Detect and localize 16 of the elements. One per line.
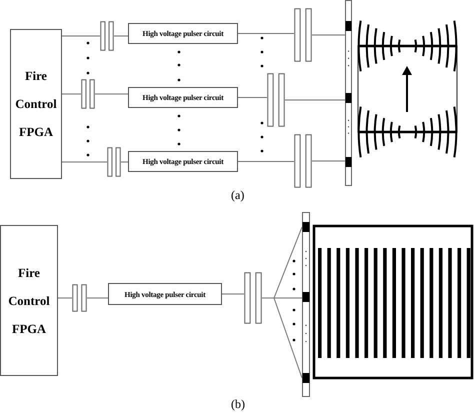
fpga-box (10, 29, 62, 179)
wire (312, 160, 346, 162)
fpga-label: Fire Control FPGA (14, 68, 58, 141)
fpga-box (0, 225, 58, 376)
pulser-circuit-box (128, 151, 238, 172)
wire (238, 33, 294, 34)
panel-label: (a) (231, 188, 244, 203)
fpga-label: Fire Control FPGA (7, 264, 51, 338)
wire (238, 161, 294, 162)
pulser-circuit-box (128, 23, 238, 44)
pulser-circuit-box (108, 283, 222, 305)
pulser-circuit-box (128, 87, 238, 108)
wire (312, 34, 346, 36)
wire (238, 97, 268, 98)
wire (262, 226, 302, 378)
panel-label: (b) (231, 397, 245, 412)
